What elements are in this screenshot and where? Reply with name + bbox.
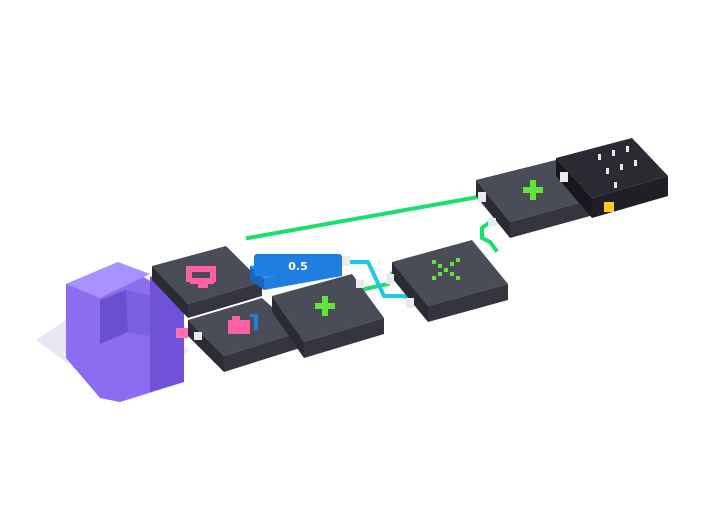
camera-b-front (224, 332, 300, 372)
yellow-indicator-light (604, 202, 614, 212)
cube-pink-port (176, 328, 188, 338)
node-adder-left[interactable] (272, 274, 384, 358)
constant-label: 0.5 (288, 260, 308, 273)
wire-camera-to-right-adder (245, 193, 487, 241)
adder-right-front (510, 200, 590, 238)
node-output[interactable] (556, 138, 668, 218)
source-cube[interactable] (36, 262, 190, 402)
cube-top (66, 262, 150, 298)
cube-notch (100, 290, 128, 344)
node-constant[interactable]: 0.5 (250, 254, 350, 290)
node-camera-b[interactable] (188, 298, 300, 372)
multiplier-port-b (406, 298, 414, 308)
camera-a-top (152, 246, 262, 304)
output-top (556, 138, 668, 198)
constant-port (342, 256, 350, 266)
multiplier-side (392, 262, 428, 322)
green-plus-icon (315, 296, 335, 316)
node-camera-a[interactable] (152, 246, 262, 318)
constant-face (254, 254, 342, 276)
adder-left-side (272, 296, 304, 358)
camera-b-port (194, 332, 202, 340)
adder-left-port (356, 280, 364, 288)
adder-left-front (304, 318, 384, 358)
pink-pixel-camera-icon (228, 314, 258, 334)
cube-side (150, 276, 184, 392)
multiplier-front (428, 284, 508, 322)
camera-a-front (188, 282, 262, 318)
green-plus-icon (523, 180, 543, 200)
node-multiplier[interactable] (386, 240, 508, 322)
cube-notch-wall (126, 290, 150, 336)
pink-pixel-cup-icon (186, 266, 216, 288)
adder-right-port (478, 192, 486, 202)
output-port (560, 172, 568, 182)
multiplier-port-a (386, 274, 394, 284)
camera-a-side (152, 266, 188, 318)
constant-side (250, 266, 264, 290)
adder-right-port-b (488, 218, 496, 226)
green-dotted-x-icon (432, 258, 460, 280)
wire-multiplier-to-right-adder (480, 219, 499, 253)
dashed-lane-display-icon (598, 146, 637, 188)
